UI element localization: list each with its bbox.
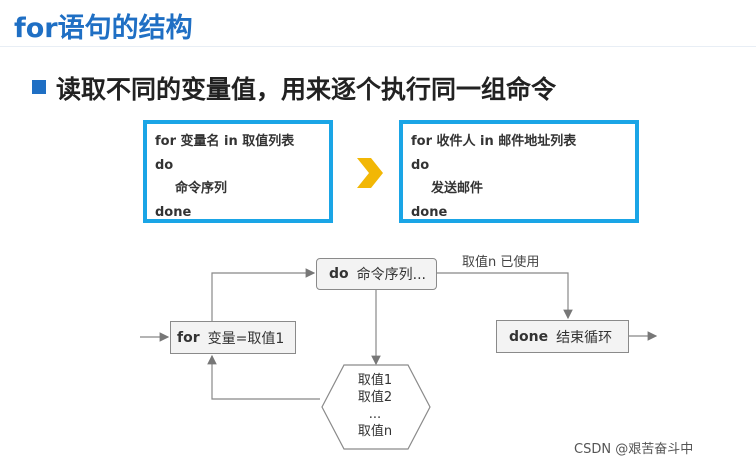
syntax-line-for: for 变量名 in 取值列表 xyxy=(155,134,295,149)
page-title: for语句的结构 xyxy=(14,13,193,44)
values-list: 取值1 取值2 ... 取值n xyxy=(340,372,410,440)
bullet-icon xyxy=(32,80,46,94)
value-item: 取值1 xyxy=(357,373,393,388)
edge-values-to-for xyxy=(207,354,320,400)
edge-do-to-done xyxy=(437,272,573,320)
syntax-box: for 变量名 in 取值列表 do 命令序列 done xyxy=(143,120,333,223)
syntax-line-commands: 命令序列 xyxy=(175,181,228,196)
node-done: done 结束循环 xyxy=(496,320,629,353)
values-hexagon xyxy=(321,364,431,450)
node-for-text: 变量=取值1 xyxy=(207,330,285,347)
node-do: do 命令序列... xyxy=(316,258,437,290)
value-item: 取值2 xyxy=(357,390,393,405)
node-do-text: 命令序列... xyxy=(356,267,426,283)
node-do-keyword: do xyxy=(329,266,349,282)
example-box: for 收件人 in 邮件地址列表 do 发送邮件 done xyxy=(399,120,639,223)
value-item: 取值n xyxy=(357,424,393,439)
node-for: for 变量=取值1 xyxy=(170,321,296,354)
node-done-keyword: done xyxy=(509,328,549,345)
node-done-text: 结束循环 xyxy=(556,329,613,346)
watermark: CSDN @艰苦奋斗中 xyxy=(574,442,694,457)
syntax-line-do: do xyxy=(155,157,174,173)
example-line-commands: 发送邮件 xyxy=(431,181,484,196)
example-line-do: do xyxy=(411,157,430,173)
chevron-right-icon xyxy=(357,158,383,188)
title-divider xyxy=(0,46,756,47)
example-line-done: done xyxy=(411,204,448,220)
node-for-keyword: for xyxy=(177,329,200,346)
subtitle: 读取不同的变量值，用来逐个执行同一组命令 xyxy=(56,75,557,104)
edge-label-used: 取值n 已使用 xyxy=(462,255,540,270)
syntax-line-done: done xyxy=(155,204,192,220)
example-line-for: for 收件人 in 邮件地址列表 xyxy=(411,134,577,149)
value-item: ... xyxy=(368,407,382,422)
edge-for-to-do xyxy=(211,268,316,321)
